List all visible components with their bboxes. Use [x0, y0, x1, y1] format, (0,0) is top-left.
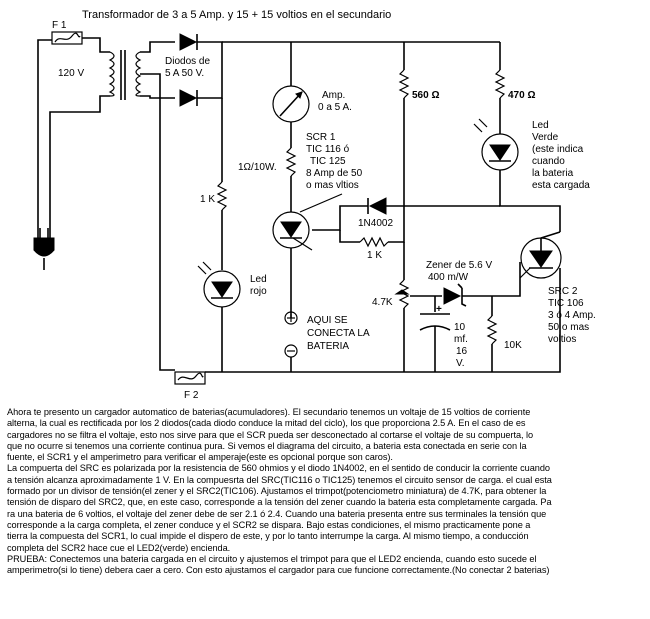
label-led-red-1: Led — [250, 274, 267, 285]
battery-positive-terminal-icon — [284, 311, 298, 325]
paragraph-line: que no ocurre si tenemos una corriente c… — [7, 440, 527, 451]
scr2-icon — [519, 237, 562, 279]
label-amp-1: Amp. — [322, 90, 345, 101]
label-r1k-mid: 1 K — [367, 250, 382, 261]
power-plug-icon — [33, 228, 55, 270]
paragraph-line: completa del SCR2 hace cue el LED2(verde… — [7, 542, 231, 553]
label-bat-1: AQUI SE — [307, 315, 348, 326]
label-led-green-3: (este indica — [532, 144, 584, 155]
label-scr2-1: SRC 2 — [548, 286, 578, 297]
label-scr1-4: 8 Amp de 50 — [306, 168, 363, 179]
paragraph-line: amperimetro(si lo tiene) debera caer a c… — [7, 565, 550, 576]
rectifier-diode-bottom-icon — [179, 89, 198, 107]
label-led-green-4: cuando — [532, 156, 565, 167]
label-cap-3: 16 — [456, 346, 468, 357]
label-120v: 120 V — [58, 68, 84, 79]
battery-negative-terminal-icon — [284, 344, 298, 358]
label-zener-2: 400 m/W — [428, 272, 469, 283]
label-cap-1: 10 — [454, 322, 466, 333]
label-zener-1: Zener de 5.6 V — [426, 260, 492, 271]
label-amp-2: 0 a 5 A. — [318, 102, 352, 113]
label-scr2-2: TIC 106 — [548, 298, 584, 309]
label-led-green-2: Verde — [532, 132, 559, 143]
diagram-title: Transformador de 3 a 5 Amp. y 15 + 15 vo… — [82, 9, 391, 21]
paragraph-line: formado por un divisor de tensión(el zen… — [7, 486, 547, 497]
label-cap-2: mf. — [454, 334, 468, 345]
paragraph-line: ra una bateria de 6 voltios, el voltaje … — [7, 508, 547, 519]
circuit-schematic: Transformador de 3 a 5 Amp. y 15 + 15 vo… — [33, 9, 596, 401]
label-bat-3: BATERIA — [307, 341, 349, 352]
label-f1: F 1 — [52, 20, 67, 31]
led-green-icon — [473, 118, 519, 171]
label-led-green-6: esta cargada — [532, 180, 590, 191]
label-scr2-3: 3 ó 4 Amp. — [548, 310, 596, 321]
label-scr1-2: TIC 116 ó — [306, 144, 350, 155]
label-scr2-5: voltios — [548, 334, 576, 345]
rectifier-diode-top-icon — [179, 33, 198, 51]
transformer-icon — [108, 50, 142, 100]
paragraph-line: La compuerta del SRC es polarizada por l… — [7, 463, 550, 474]
label-led-red-2: rojo — [250, 286, 267, 297]
paragraph-line: alterna, la cual es rectificada por los … — [7, 418, 526, 429]
fuse-f2 — [174, 371, 206, 385]
label-r1k-left: 1 K — [200, 194, 215, 205]
label-cap-plus: + — [436, 304, 442, 315]
label-r470: 470 Ω — [508, 90, 535, 101]
label-scr2-4: 50 o mas — [548, 322, 589, 333]
label-diodes-1: Diodos de — [165, 56, 210, 67]
label-bat-2: CONECTA LA — [307, 328, 370, 339]
label-scr1-3: TIC 125 — [310, 156, 346, 167]
zener-diode-icon — [443, 283, 467, 307]
paragraph-line: Ahora te presento un cargador automatico… — [7, 407, 531, 417]
paragraph-line: corresponde a la carga completa, el zene… — [7, 519, 531, 530]
label-led-green-5: la bateria — [532, 168, 574, 179]
label-scr1-5: o mas vltios — [306, 180, 359, 191]
label-1n4002: 1N4002 — [358, 218, 393, 229]
paragraph-line: cargadores no se filtra el voltaje, esto… — [7, 429, 534, 440]
paragraph-line: a tensión alcanza aproximadamente 1 V. E… — [7, 474, 552, 485]
label-scr1-1: SCR 1 — [306, 132, 336, 143]
label-trimpot: 4.7K — [372, 297, 393, 308]
scr1-icon — [272, 211, 313, 251]
label-led-green-1: Led — [532, 120, 549, 131]
diode-1n4002-icon — [367, 197, 387, 215]
label-r10k: 10K — [504, 340, 522, 351]
description-text: Ahora te presento un cargador automatico… — [7, 407, 647, 576]
label-r1ohm: 1Ω/10W. — [238, 162, 277, 173]
ammeter-icon — [272, 85, 310, 123]
label-r560: 560 Ω — [412, 90, 439, 101]
paragraph-line: fuente, el SCR1 y el amperimetro para ve… — [7, 452, 393, 463]
label-diodes-2: 5 A 50 V. — [165, 68, 204, 79]
paragraph-line: tierra la compuesta del SCR1, lo cual im… — [7, 531, 529, 542]
paragraph-line: tensión de disparo del SRC2, que, en est… — [7, 497, 552, 508]
label-f2: F 2 — [184, 390, 199, 401]
paragraph-line: PRUEBA: Conectemos una bateria cargada e… — [7, 553, 537, 564]
label-cap-4: V. — [456, 358, 465, 369]
led-red-icon — [197, 261, 241, 308]
